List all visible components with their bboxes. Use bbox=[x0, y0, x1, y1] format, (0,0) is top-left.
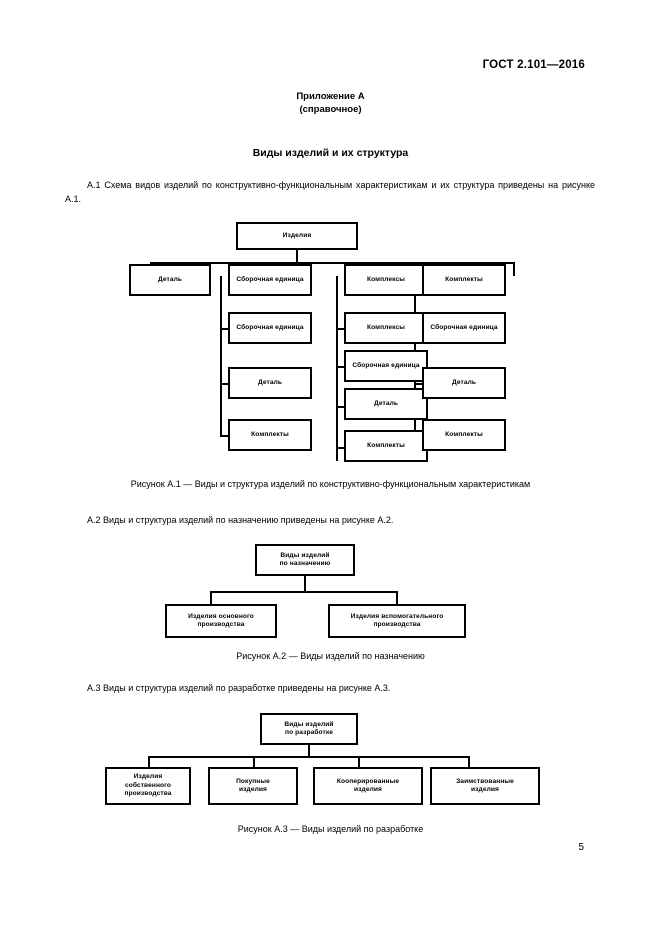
connector-a2-drop-2 bbox=[396, 591, 398, 605]
connector-col2-child1 bbox=[220, 328, 229, 330]
node-label-line2: производства bbox=[373, 621, 421, 628]
connector-col2-child3 bbox=[220, 435, 229, 437]
connector-a3-drop-2 bbox=[253, 756, 255, 768]
node-label: Комплексы bbox=[366, 275, 405, 283]
connector-col3-child3 bbox=[336, 406, 345, 408]
node-a3-child-3: Кооперированные изделия bbox=[313, 767, 423, 805]
node-col2-child-1: Сборочная единица bbox=[228, 312, 312, 344]
connector-a3-drop-3 bbox=[358, 756, 360, 768]
figure-a1-caption: Рисунок А.1 — Виды и структура изделий п… bbox=[130, 479, 531, 489]
node-label-line1: Изделия вспомогательного bbox=[350, 612, 444, 620]
node-col4-head-box: Комплекты bbox=[422, 264, 506, 296]
annex-subtitle: (справочное) bbox=[299, 104, 362, 115]
node-label-line2: производства bbox=[197, 621, 245, 628]
node-col4-child-2: Деталь bbox=[422, 367, 506, 399]
connector-col3-child1 bbox=[336, 328, 345, 330]
standard-number-header: ГОСТ 2.101—2016 bbox=[482, 59, 585, 71]
connector-a2-drop-1 bbox=[210, 591, 212, 605]
node-col3-head: Комплексы bbox=[344, 264, 428, 296]
node-label: Деталь bbox=[373, 399, 399, 407]
node-col2-child-2: Деталь bbox=[228, 367, 312, 399]
node-col4-child-1: Сборочная единица bbox=[422, 312, 506, 344]
node-col3-child-2: Сборочная единица bbox=[344, 350, 428, 382]
node-label: Сборочная единица bbox=[352, 361, 420, 369]
node-label: Сборочная единица bbox=[236, 323, 304, 331]
node-col1-head: Деталь bbox=[129, 264, 211, 296]
node-col3-child-1: Комплексы bbox=[344, 312, 428, 344]
connector-col3-child2 bbox=[336, 366, 345, 368]
node-a3-root: Виды изделий по разработке bbox=[260, 713, 358, 745]
figure-a2: Виды изделий по назначению Изделия основ… bbox=[160, 544, 505, 640]
node-label-line2: изделия bbox=[354, 786, 382, 793]
node-label-line1: Виды изделий bbox=[284, 720, 334, 728]
node-label: Деталь bbox=[257, 378, 283, 386]
figure-a2-caption: Рисунок А.2 — Виды изделий по назначению bbox=[236, 651, 425, 661]
node-label-line2: по разработке bbox=[284, 729, 334, 736]
connector-col2-child2 bbox=[220, 383, 229, 385]
node-label: Комплекты bbox=[251, 430, 289, 438]
node-label: Деталь bbox=[157, 275, 183, 283]
node-label: Сборочная единица bbox=[430, 323, 498, 331]
connector-col3-child4 bbox=[336, 447, 345, 449]
node-label-line2: собственного bbox=[124, 781, 172, 789]
connector-col4-child2 bbox=[414, 383, 423, 385]
paragraph-a1: А.1 Схема видов изделий по конструктивно… bbox=[65, 180, 595, 204]
node-label: Комплекты bbox=[445, 275, 483, 283]
connector-col3-spine bbox=[336, 276, 338, 461]
figure-a1: Изделия Деталь Сборочная единица Сборочн… bbox=[120, 218, 540, 468]
node-col2-child-3: Комплекты bbox=[228, 419, 312, 451]
paragraph-a2: А.2 Виды и структура изделий по назначен… bbox=[87, 515, 394, 525]
node-label: Сборочная единица bbox=[236, 275, 304, 283]
node-label: Комплексы bbox=[366, 323, 405, 331]
node-label-line2: по назначению bbox=[279, 560, 331, 567]
page-number: 5 bbox=[578, 842, 584, 853]
connector-a2-root-stem bbox=[304, 576, 306, 592]
connector-col2-spine bbox=[220, 276, 222, 437]
node-root-izdeliya: Изделия bbox=[236, 222, 358, 250]
node-label: Комплекты bbox=[445, 430, 483, 438]
node-label-line1: Изделия основного bbox=[188, 612, 254, 620]
connector-a3-drop-1 bbox=[148, 756, 150, 768]
figure-a3: Виды изделий по разработке Изделия собст… bbox=[100, 713, 550, 818]
node-label-line1: Заимствованные bbox=[456, 777, 514, 785]
node-label: Деталь bbox=[451, 378, 477, 386]
connector-bus bbox=[150, 262, 515, 264]
node-label-line1: Кооперированные bbox=[336, 777, 400, 785]
node-label-line1: Изделия bbox=[133, 773, 163, 781]
node-label: Изделия bbox=[282, 231, 312, 239]
node-a2-child-2: Изделия вспомогательного производства bbox=[328, 604, 466, 638]
node-a3-child-2: Покупные изделия bbox=[208, 767, 298, 805]
node-a2-root: Виды изделий по назначению bbox=[255, 544, 355, 576]
node-a3-child-4: Заимствованные изделия bbox=[430, 767, 540, 805]
node-label-line2: изделия bbox=[471, 786, 499, 793]
connector-a2-bus bbox=[210, 591, 398, 593]
page-title: Виды изделий и их структура bbox=[252, 147, 409, 159]
node-label-line1: Покупные bbox=[236, 777, 270, 785]
node-label: Комплекты bbox=[367, 441, 405, 449]
node-label-line1: Виды изделий bbox=[280, 551, 330, 559]
connector-root-stem bbox=[296, 250, 298, 263]
connector-drop-col4 bbox=[513, 262, 515, 276]
node-col4-child-3: Комплекты bbox=[422, 419, 506, 451]
node-a3-child-1: Изделия собственного производства bbox=[105, 767, 191, 805]
annex-title: Приложение А bbox=[296, 91, 365, 102]
node-a2-child-1: Изделия основного производства bbox=[165, 604, 277, 638]
node-label-line3: производства bbox=[124, 790, 172, 798]
figure-a3-caption: Рисунок А.3 — Виды изделий по разработке bbox=[237, 824, 424, 834]
node-col3-child-4: Комплекты bbox=[344, 430, 428, 462]
node-label-line2: изделия bbox=[239, 786, 267, 793]
paragraph-a3: А.3 Виды и структура изделий по разработ… bbox=[87, 683, 391, 693]
connector-a3-root-stem bbox=[308, 745, 310, 757]
connector-a3-bus bbox=[148, 756, 470, 758]
node-col3-child-3: Деталь bbox=[344, 388, 428, 420]
node-col2-head: Сборочная единица bbox=[228, 264, 312, 296]
connector-a3-drop-4 bbox=[468, 756, 470, 768]
